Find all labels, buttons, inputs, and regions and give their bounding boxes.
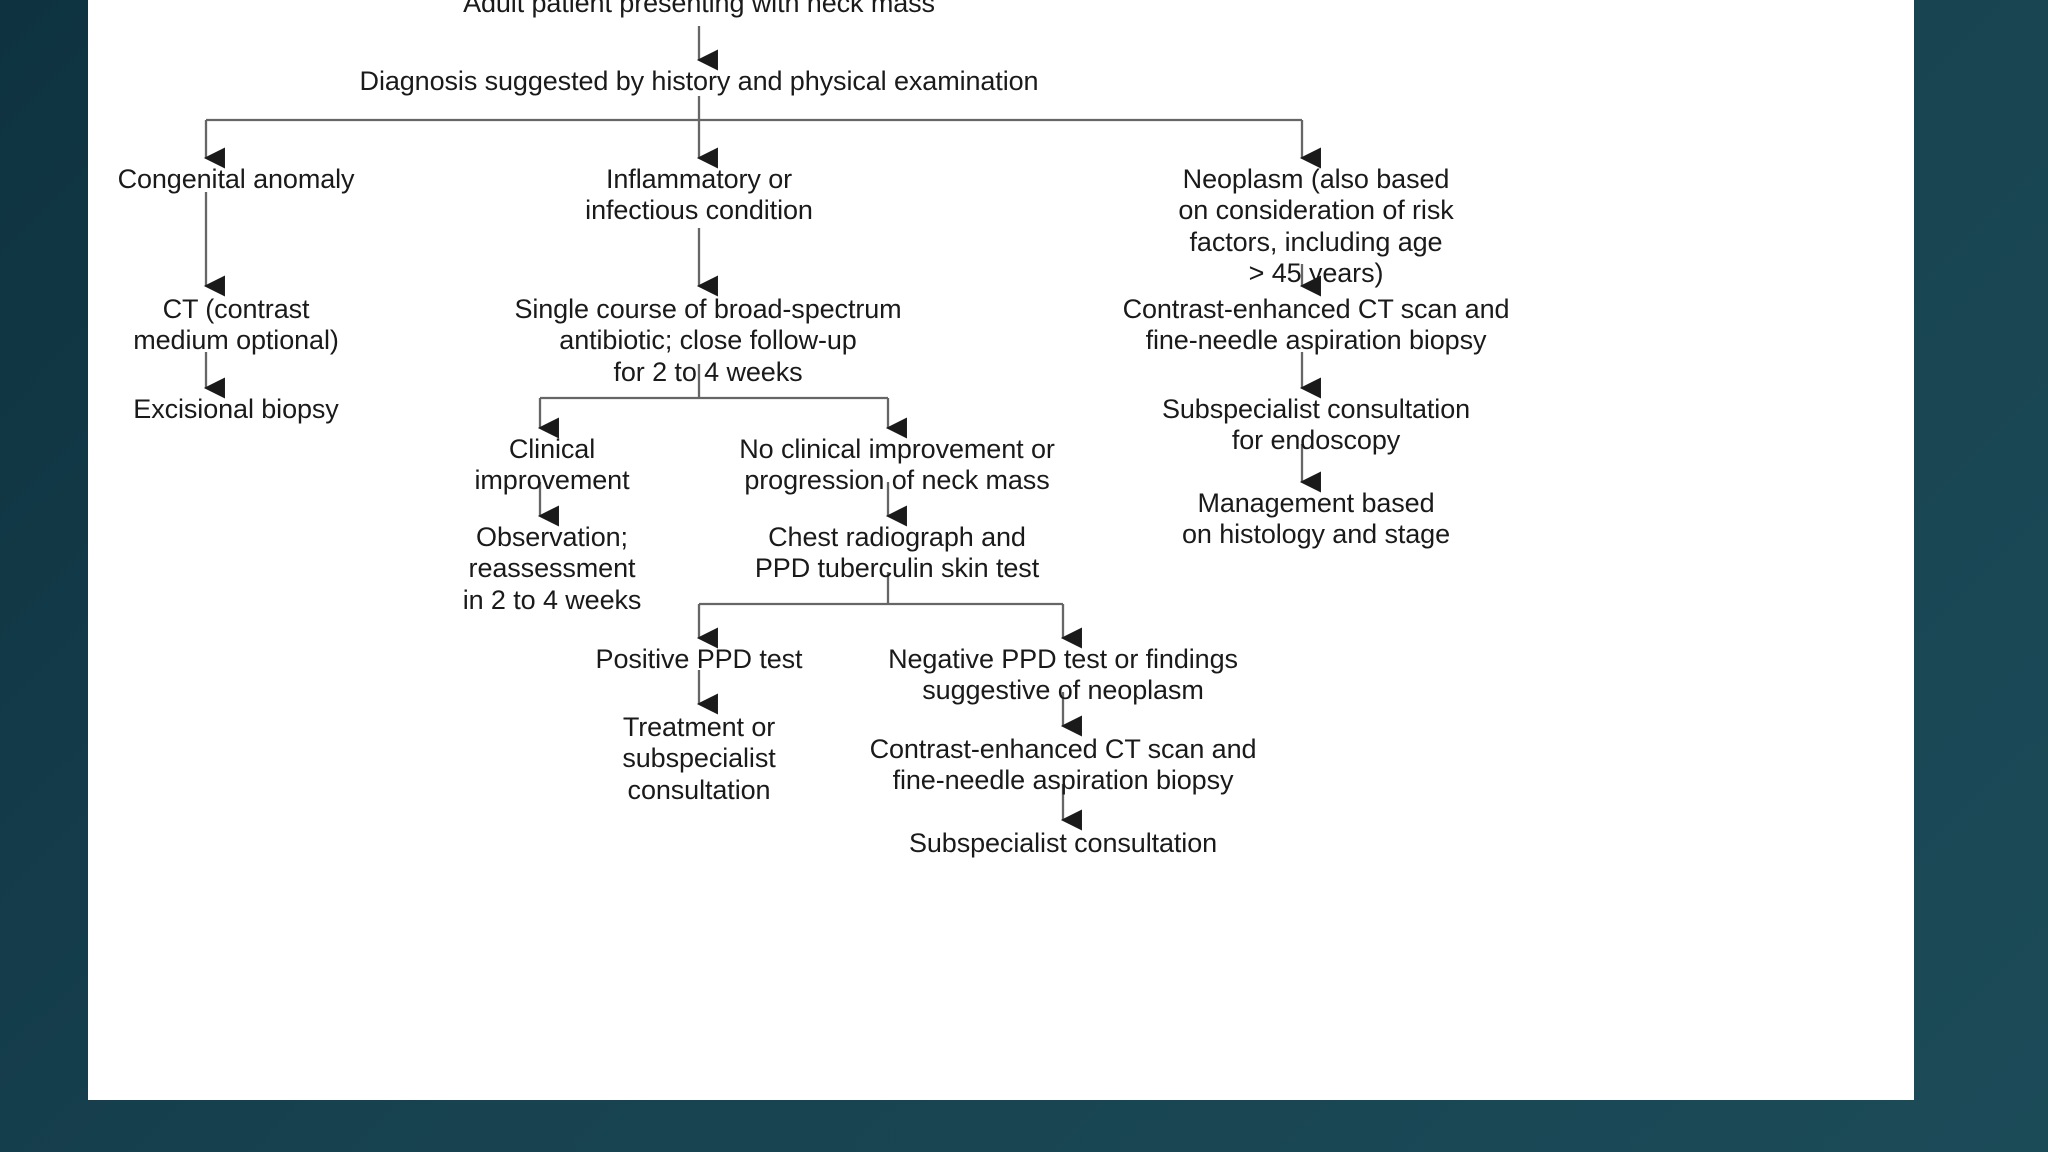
node-contrast-ct-fna-biopsy: Contrast-enhanced CT scan and fine-needl… [1122,294,1510,356]
node-negative-ppd-test: Negative PPD test or findings suggestive… [888,644,1238,706]
node-excisional-biopsy: Excisional biopsy [133,394,339,424]
flowchart-diagram: Adult patient presenting with neck mass … [88,0,1914,1100]
node-adult-patient-neck-mass: Adult patient presenting with neck mass [463,0,935,18]
node-diagnosis-history-physical: Diagnosis suggested by history and physi… [359,66,1039,96]
node-inflammatory-infectious: Inflammatory or infectious condition [585,164,813,226]
node-single-course-antibiotic: Single course of broad-spectrum antibiot… [514,294,902,387]
node-neoplasm: Neoplasm (also based on consideration of… [1178,164,1454,288]
node-chest-radiograph-ppd: Chest radiograph and PPD tuberculin skin… [754,522,1040,584]
node-contrast-ct-fna-biopsy-2: Contrast-enhanced CT scan and fine-needl… [869,734,1257,796]
node-positive-ppd-test: Positive PPD test [595,644,803,674]
node-clinical-improvement: Clinical improvement [474,434,630,496]
node-subspecialist-consultation: Subspecialist consultation [908,828,1218,858]
node-treatment-subspecialist-consultation: Treatment or subspecialist consultation [622,712,776,805]
node-congenital-anomaly: Congenital anomaly [117,164,355,194]
node-subspecialist-endoscopy: Subspecialist consultation for endoscopy [1161,394,1471,456]
node-observation-reassessment: Observation; reassessment in 2 to 4 week… [462,522,642,615]
slide-panel: Adult patient presenting with neck mass … [88,0,1914,1100]
node-ct-contrast-medium: CT (contrast medium optional) [133,294,339,356]
node-management-histology-stage: Management based on histology and stage [1182,488,1450,550]
node-no-clinical-improvement: No clinical improvement or progression o… [739,434,1055,496]
